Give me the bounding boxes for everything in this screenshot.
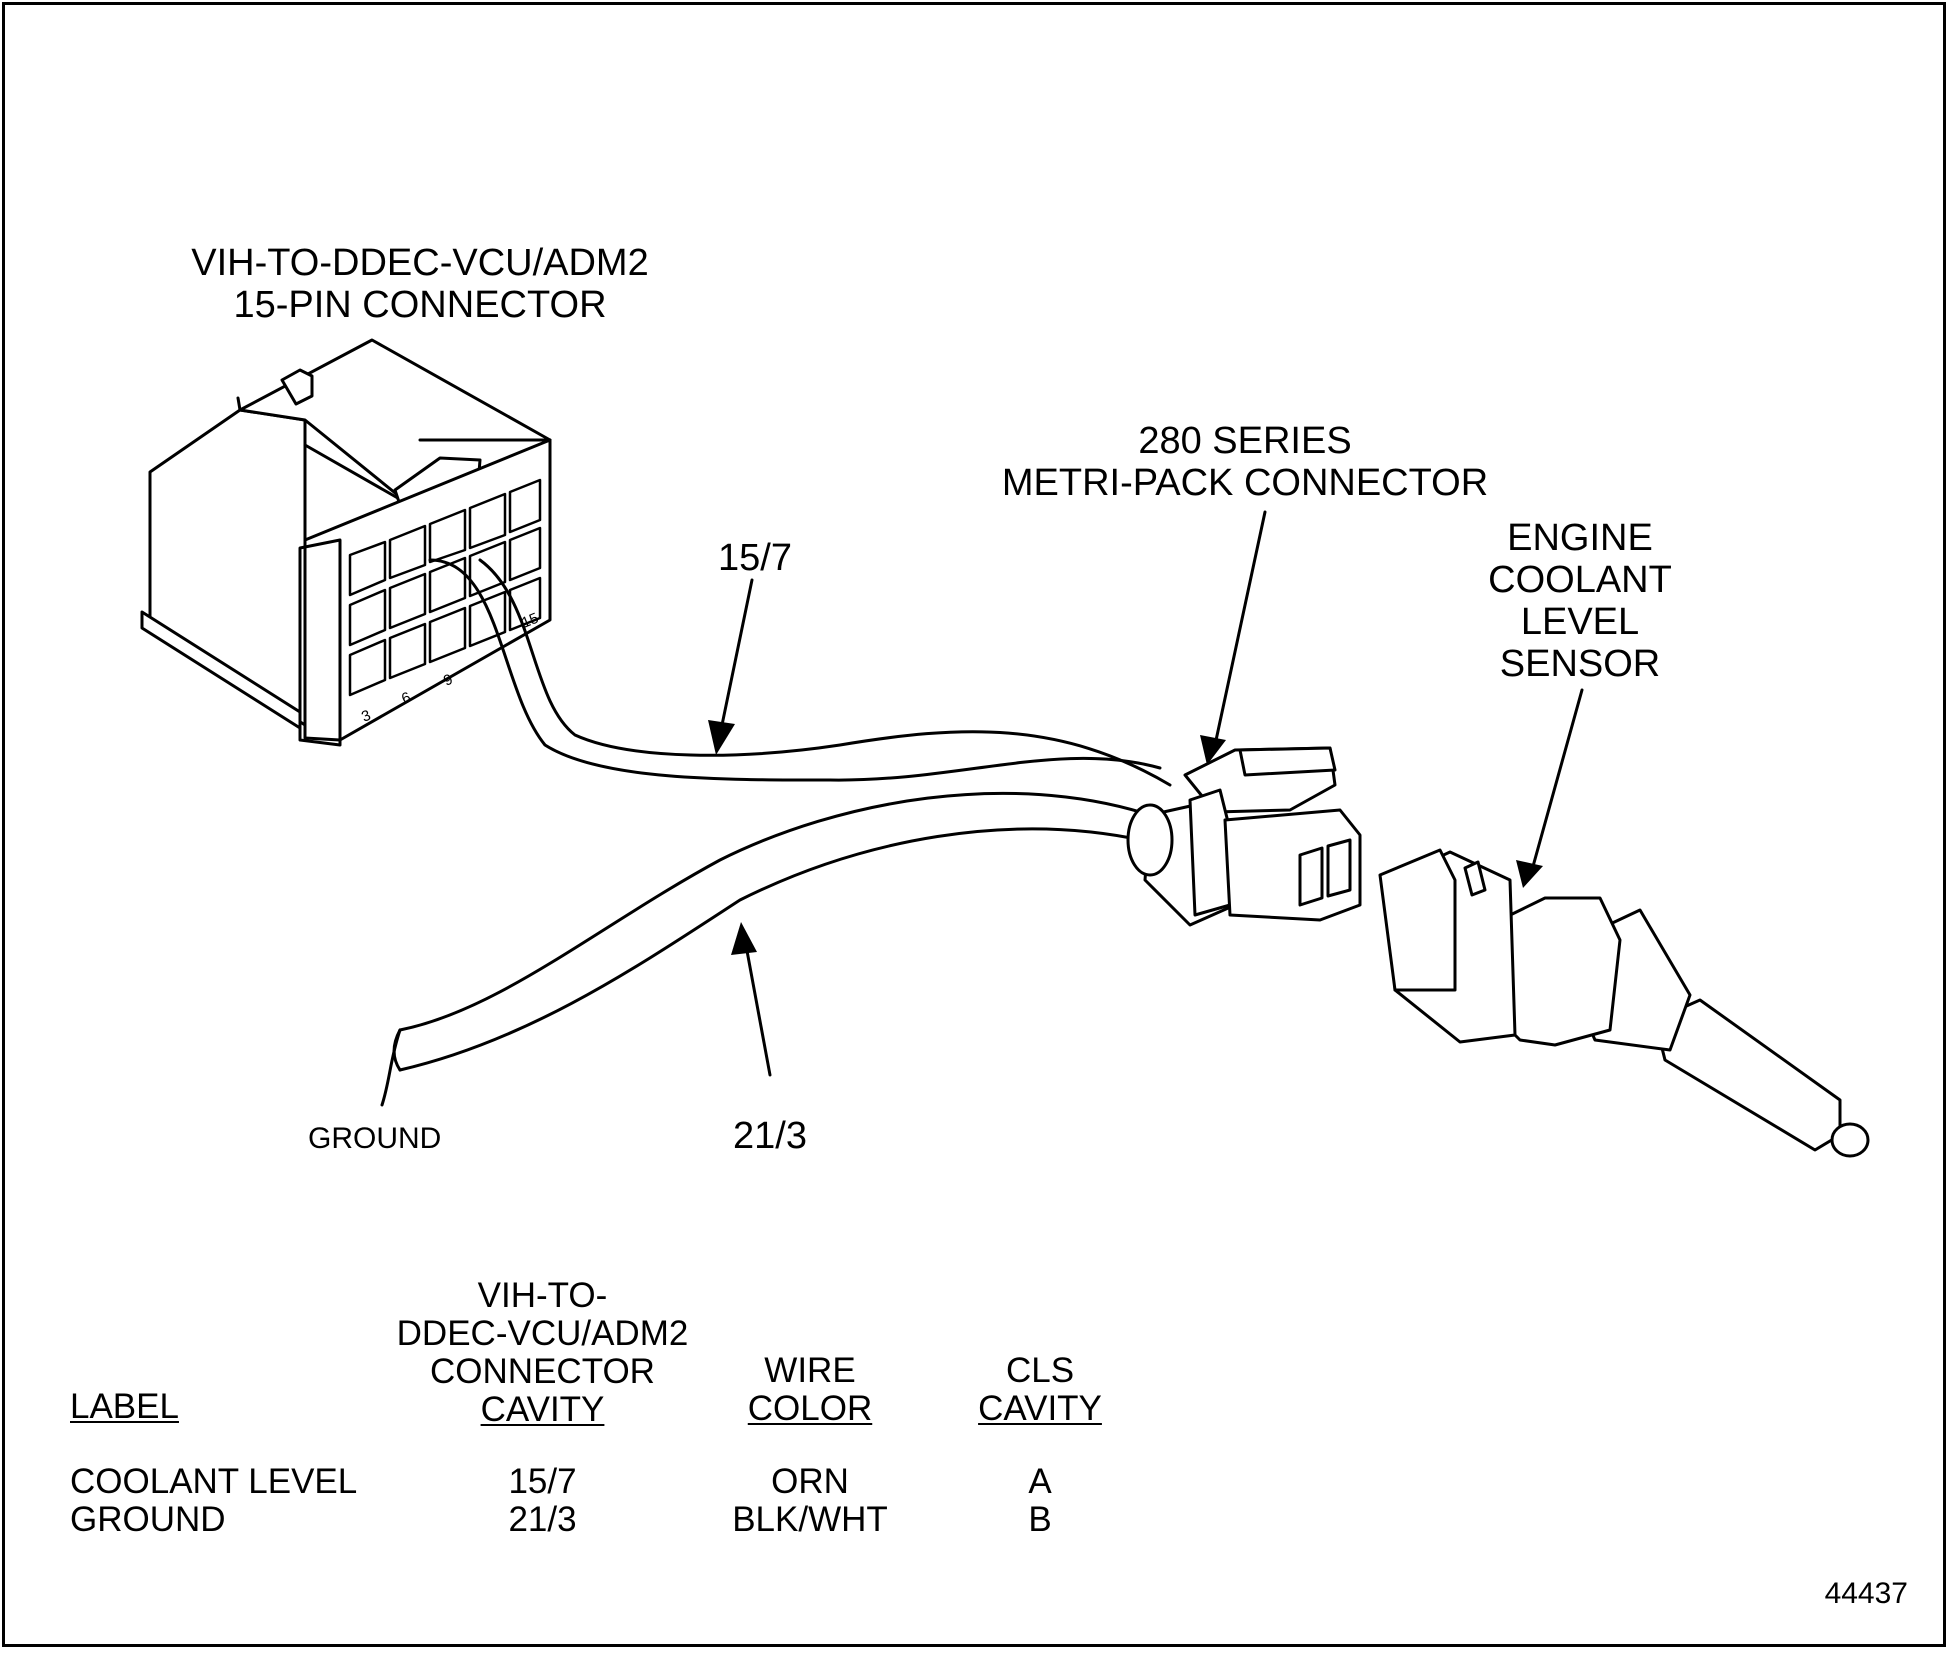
wire-label-15-7: 15/7 [718, 537, 792, 579]
connector15-label: VIH-TO-DDEC-VCU/ADM2 15-PIN CONNECTOR [140, 242, 700, 326]
figure-number: 44437 [1824, 1577, 1908, 1610]
wire-label-21-3: 21/3 [733, 1115, 807, 1157]
wire-15-7 [428, 558, 1172, 787]
ground-label: GROUND [308, 1122, 442, 1155]
table-row-2-wire: BLK/WHT [732, 1500, 888, 1539]
table-header-wire-line2: COLOR [747, 1389, 873, 1428]
sensor-label: ENGINE COOLANT LEVEL SENSOR [1460, 517, 1700, 685]
table-header-cavity-line2: DDEC-VCU/ADM2 [396, 1314, 689, 1353]
metripack-label-line1: 280 SERIES [1138, 420, 1352, 462]
table-header-cavity: VIH-TO- DDEC-VCU/ADM2 CONNECTOR CAVITY [380, 1277, 705, 1429]
arrowheads [708, 720, 1543, 955]
metri-pack-cavity-a [1298, 846, 1324, 907]
table-header-cavity-line1: VIH-TO- [477, 1276, 608, 1315]
connector15-label-line1: VIH-TO-DDEC-VCU/ADM2 [191, 242, 649, 284]
table-header-wire: WIRE COLOR [700, 1352, 920, 1428]
table-row-2-cls: B [1028, 1500, 1052, 1539]
coolant-level-sensor [1378, 848, 1870, 1158]
table-header-cls: CLS CAVITY [935, 1352, 1145, 1428]
metripack-label: 280 SERIES METRI-PACK CONNECTOR [960, 420, 1530, 504]
leader-lines [720, 510, 1584, 1077]
sensor-label-line3: LEVEL [1520, 601, 1640, 643]
table-header-label-text: LABEL [70, 1387, 179, 1426]
metripack-label-line2: METRI-PACK CONNECTOR [1001, 462, 1489, 504]
pin-number-15: 15 [519, 610, 541, 632]
sensor-key [1463, 860, 1487, 897]
table-row-1-cavity: 15/7 [508, 1462, 577, 1501]
wire-21-3 [380, 791, 1152, 1107]
sensor-label-line4: SENSOR [1499, 643, 1661, 685]
metri-pack-cavity-b [1326, 838, 1352, 898]
table-row-1-label: COOLANT LEVEL [70, 1462, 358, 1501]
connector15-label-line2: 15-PIN CONNECTOR [233, 284, 607, 326]
sensor-label-line1: ENGINE [1507, 517, 1653, 559]
metri-pack-connector [1126, 746, 1362, 927]
table-row-1-wire: ORN [771, 1462, 849, 1501]
table-header-label: LABEL [70, 1388, 179, 1426]
metri-pack-seal [1188, 788, 1232, 917]
table-header-wire-line1: WIRE [764, 1351, 856, 1390]
connector-latch-slot [280, 368, 314, 406]
sensor-probe [1653, 998, 1842, 1152]
15-pin-connector [140, 338, 552, 747]
cavity-grid [348, 478, 542, 697]
sensor-label-line2: COOLANT [1488, 559, 1672, 601]
table-row-2-cavity: 21/3 [508, 1500, 577, 1539]
table-header-cavity-line3: CONNECTOR [430, 1352, 655, 1391]
table-header-cls-line1: CLS [1005, 1351, 1075, 1390]
metri-pack-nose [1223, 808, 1362, 922]
table-header-cavity-line4: CAVITY [480, 1390, 605, 1429]
table-header-cls-line2: CAVITY [978, 1389, 1102, 1428]
table-row-2-label: GROUND [70, 1500, 226, 1539]
table-row-1-cls: A [1028, 1462, 1052, 1501]
